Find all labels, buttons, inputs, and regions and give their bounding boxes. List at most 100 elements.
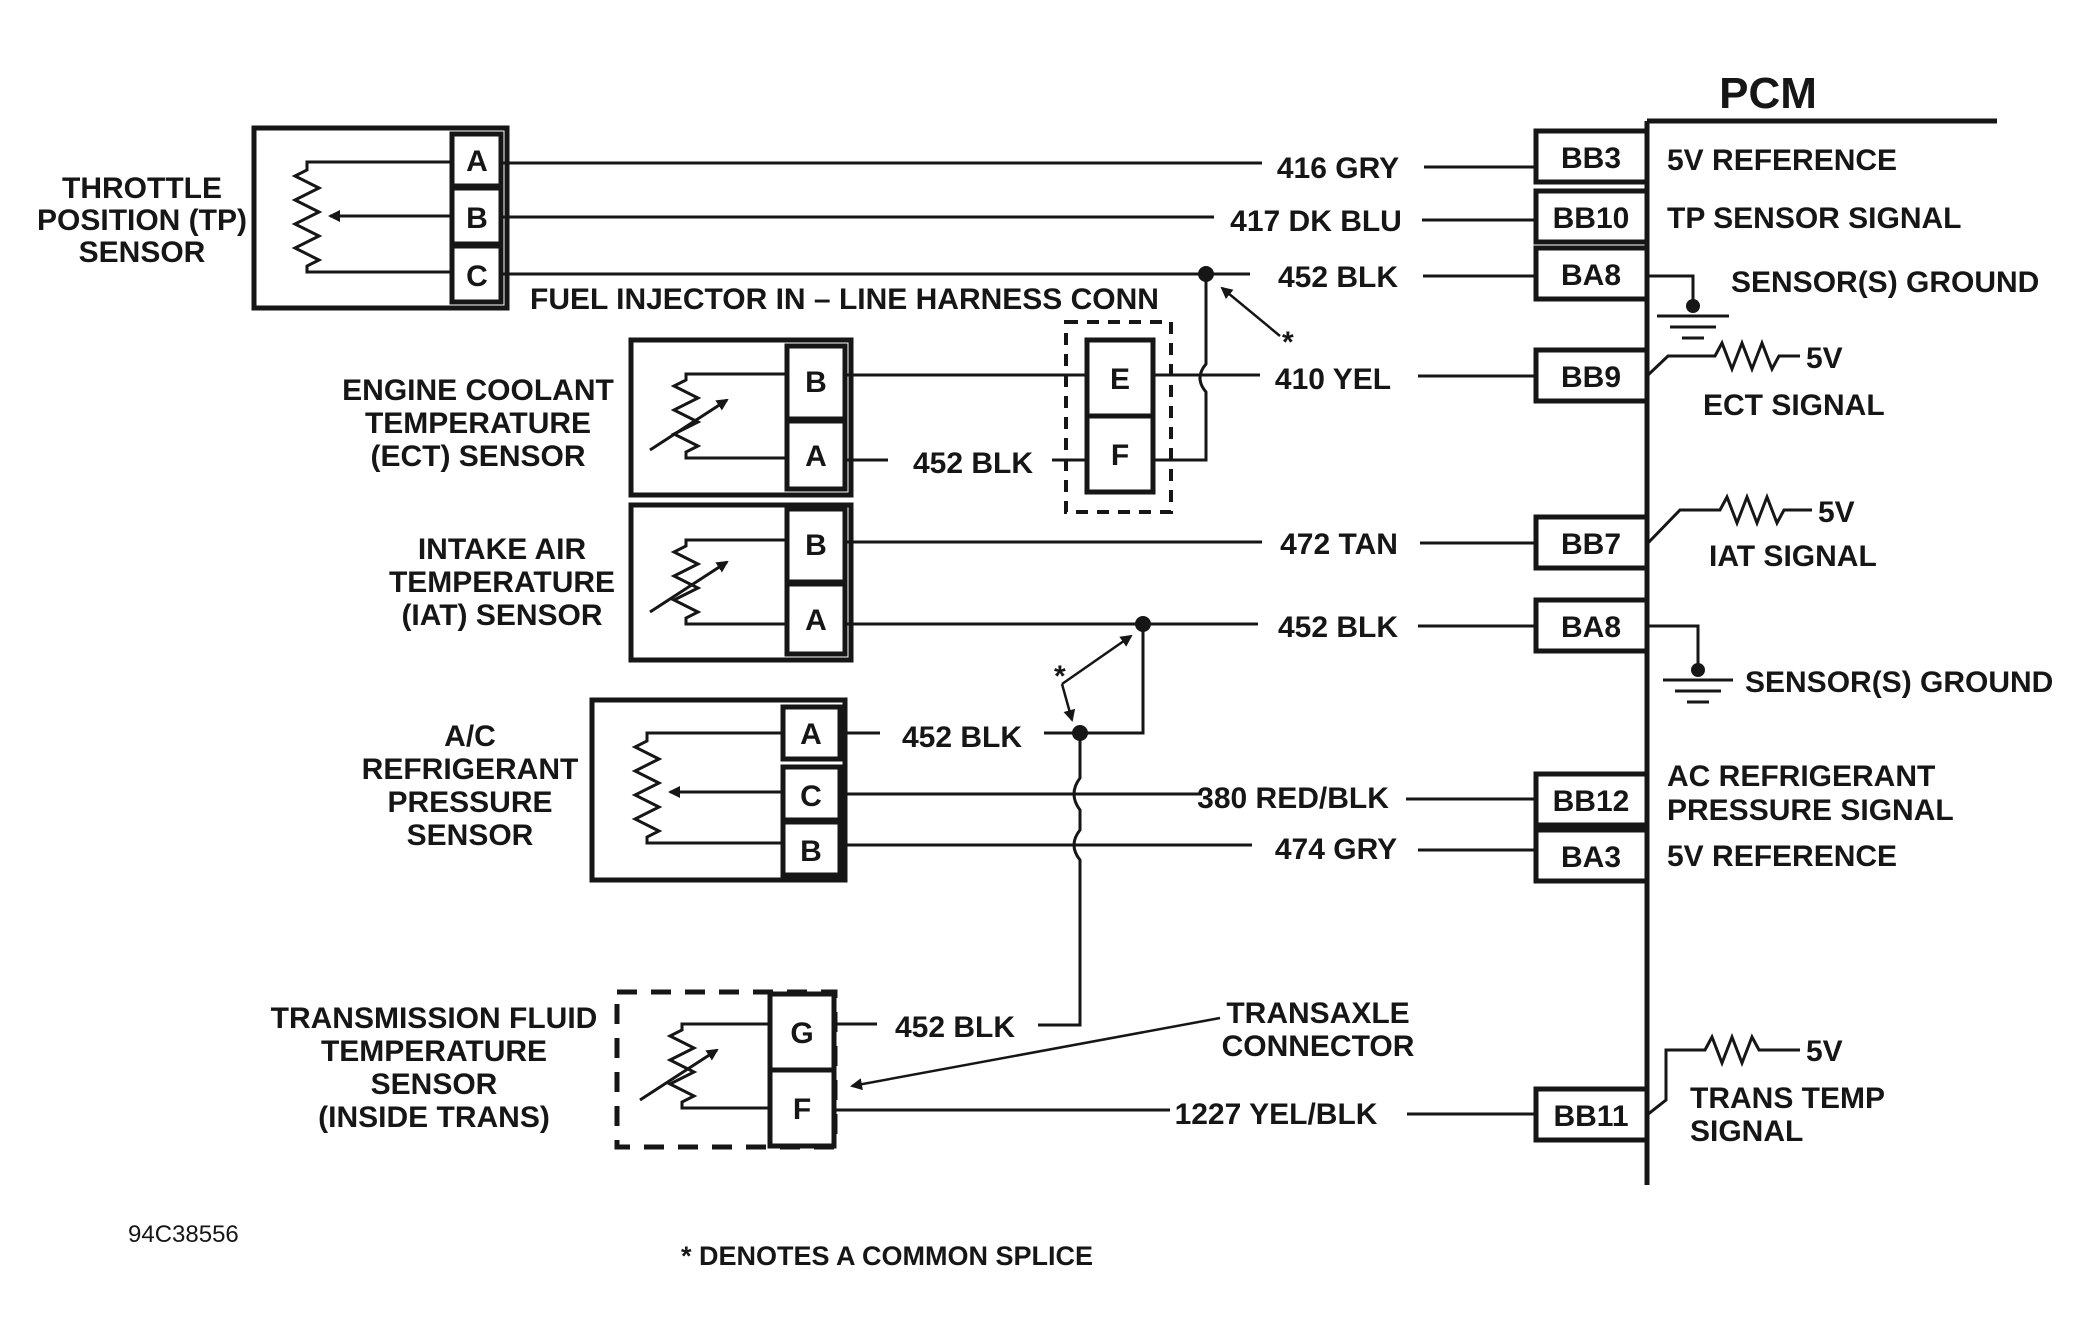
figure-code: 94C38556 (128, 1221, 239, 1248)
inline-connector-label: FUEL INJECTOR IN – LINE HARNESS CONN (530, 283, 1159, 316)
tp-pin-b: B (466, 202, 488, 235)
iat-pullup-resistor (1645, 492, 1812, 546)
tp-pin-c: C (466, 260, 488, 293)
label-ect-signal: ECT SIGNAL (1703, 389, 1885, 422)
iat-pin-b: B (805, 529, 827, 562)
svg-text:BB11: BB11 (1553, 1100, 1628, 1133)
iat-label-1: INTAKE AIR (418, 533, 587, 566)
wire-label-474-gry: 474 GRY (1275, 833, 1397, 866)
ect-label-1: ENGINE COOLANT (342, 374, 614, 407)
iat-sensor: B A (628, 502, 854, 663)
tft-label-2: TEMPERATURE (321, 1035, 547, 1068)
label-ac-refrigerant: AC REFRIGERANT (1667, 760, 1935, 793)
wire-452-splice-to-inline-f (1153, 274, 1208, 462)
svg-text:BA3: BA3 (1561, 841, 1621, 874)
ect-sensor: B A (628, 337, 854, 498)
label-iat-5v: 5V (1818, 496, 1855, 529)
tp-sensor: A B C (251, 125, 510, 311)
ac-pressure-sensor: A C B (589, 697, 848, 883)
transaxle-label-1: TRANSAXLE (1226, 997, 1409, 1030)
ac-label-2: REFRIGERANT (362, 753, 579, 786)
iat-label-2: TEMPERATURE (389, 566, 615, 599)
ect-pullup-resistor (1645, 338, 1800, 378)
wire-452-splice-to-tft (1038, 733, 1082, 1027)
terminal-ba8-mid: BA8 (1533, 597, 1650, 654)
inline-pin-f: F (1111, 439, 1129, 472)
wire-label-472-tan: 472 TAN (1280, 528, 1398, 561)
inline-connector: E F (1064, 320, 1173, 514)
ground-symbol-2 (1647, 624, 1733, 704)
ac-pin-a: A (800, 718, 822, 751)
wire-label-416-gry: 416 GRY (1277, 152, 1399, 185)
wire-splice-2-drop (1080, 624, 1145, 735)
iat-thermistor-arrow (649, 560, 729, 614)
ect-thermistor-arrow (649, 398, 729, 452)
pcm-title: PCM (1719, 69, 1817, 118)
label-trans-signal: SIGNAL (1690, 1115, 1803, 1148)
ac-potentiometer (631, 731, 783, 845)
transaxle-pointer (850, 1016, 1221, 1091)
wire-label-1227-yel-blk: 1227 YEL/BLK (1175, 1098, 1378, 1131)
label-iat-signal: IAT SIGNAL (1709, 540, 1877, 573)
splice-pointer-2b (1060, 683, 1076, 722)
wire-label-452-blk-tp: 452 BLK (1278, 261, 1398, 294)
ac-pin-b: B (800, 835, 822, 868)
svg-text:BB9: BB9 (1561, 361, 1621, 394)
wire-label-410-yel: 410 YEL (1275, 363, 1391, 396)
ac-label-3: PRESSURE (387, 786, 552, 819)
svg-text:BA8: BA8 (1561, 611, 1621, 644)
label-5v-reference-2: 5V REFERENCE (1667, 840, 1897, 873)
tp-label-2: POSITION (TP) (37, 204, 247, 237)
wire-label-380-red-blk: 380 RED/BLK (1197, 782, 1389, 815)
footnote: * DENOTES A COMMON SPLICE (681, 1241, 1093, 1271)
ect-thermistor (670, 372, 787, 460)
splice-pointer-1 (1220, 286, 1281, 337)
wire-label-452-blk-ac: 452 BLK (902, 721, 1022, 754)
terminal-bb7: BB7 (1533, 514, 1650, 571)
label-sensor-ground-1: SENSOR(S) GROUND (1731, 266, 2039, 299)
tp-label-3: SENSOR (79, 236, 206, 269)
terminal-bb12: BB12 (1533, 771, 1650, 828)
splice-marker-1: * (1282, 326, 1294, 359)
splice-marker-2: * (1054, 660, 1066, 693)
tft-label-3: SENSOR (371, 1068, 498, 1101)
ground-symbol-1 (1647, 274, 1729, 340)
trans-pullup-resistor (1646, 1032, 1800, 1117)
tp-potentiometer (291, 160, 452, 274)
wire-label-452-blk-tft: 452 BLK (895, 1011, 1015, 1044)
iat-pin-a: A (805, 604, 827, 637)
tft-sensor: G F (614, 989, 838, 1150)
wire-label-417-dk-blu: 417 DK BLU (1230, 205, 1402, 238)
label-ect-5v: 5V (1806, 342, 1843, 375)
tft-label-4: (INSIDE TRANS) (318, 1101, 550, 1134)
transaxle-label-2: CONNECTOR (1222, 1030, 1415, 1063)
ac-pin-c: C (800, 780, 822, 813)
ac-label-1: A/C (444, 720, 496, 753)
inline-pin-e: E (1110, 363, 1130, 396)
svg-text:BB12: BB12 (1553, 785, 1630, 818)
tft-pin-g: G (790, 1017, 813, 1050)
wire-label-452-blk-ect: 452 BLK (913, 447, 1033, 480)
terminal-bb11: BB11 (1533, 1086, 1650, 1143)
terminal-ba3: BA3 (1533, 827, 1650, 884)
label-tp-sensor-signal: TP SENSOR SIGNAL (1667, 202, 1962, 235)
label-5v-reference-1: 5V REFERENCE (1667, 144, 1897, 177)
svg-text:BB10: BB10 (1553, 202, 1630, 235)
wire-label-452-blk-iat: 452 BLK (1278, 611, 1398, 644)
terminal-ba8-top: BA8 (1533, 245, 1650, 302)
svg-text:BB7: BB7 (1561, 528, 1621, 561)
label-trans-temp: TRANS TEMP (1690, 1082, 1885, 1115)
tft-thermistor-arrow (639, 1048, 719, 1102)
label-sensor-ground-2: SENSOR(S) GROUND (1745, 666, 2053, 699)
ect-label-3: (ECT) SENSOR (370, 440, 585, 473)
ect-pin-a: A (805, 440, 827, 473)
label-trans-5v: 5V (1806, 1035, 1843, 1068)
terminal-bb9: BB9 (1533, 347, 1650, 404)
pcm: PCM BB3 BB10 BA8 BB9 BB7 BA8 (1533, 69, 2053, 1185)
tft-label-1: TRANSMISSION FLUID (271, 1002, 598, 1035)
ac-label-4: SENSOR (407, 819, 534, 852)
tft-thermistor (666, 1022, 770, 1110)
tp-pin-a: A (466, 145, 488, 178)
